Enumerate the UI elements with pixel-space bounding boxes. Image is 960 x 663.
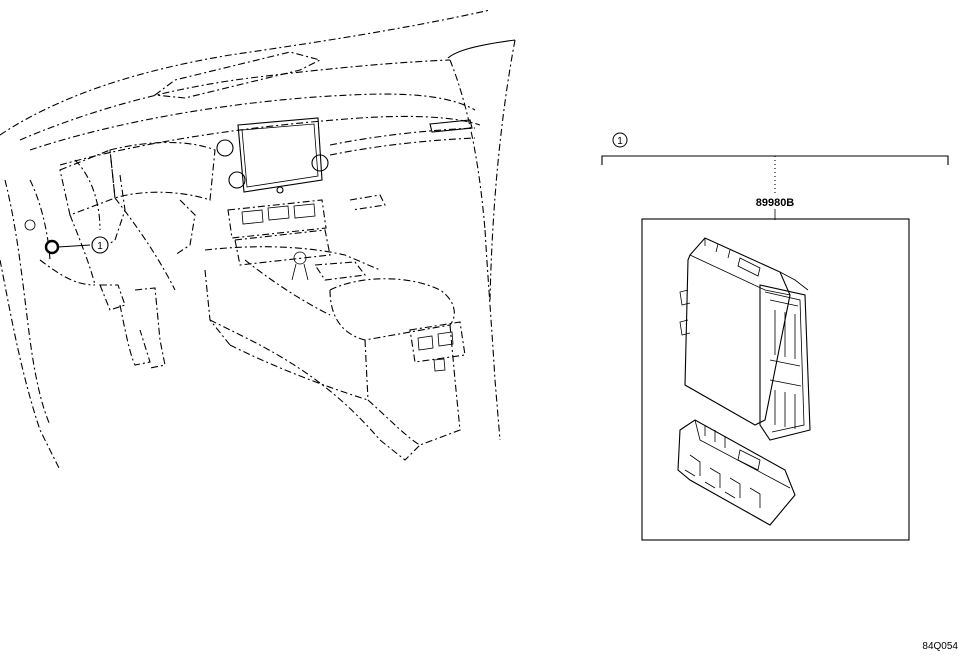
location-callout-number: 1 [97, 241, 103, 252]
bracket-callout-circle [612, 132, 628, 148]
ecu-module-illustration [679, 237, 811, 441]
bracket-callout-number: 1 [617, 136, 623, 147]
part-box [641, 218, 910, 541]
part-number-label: 89980B [756, 197, 795, 209]
location-callout-circle [91, 236, 109, 254]
dashboard-illustration [0, 9, 516, 471]
connector-block-illustration [677, 419, 796, 526]
callout-bracket: 1 [601, 132, 949, 196]
location-marker: 1 [44, 236, 109, 255]
illustration-code: 84Q054 [922, 641, 958, 652]
